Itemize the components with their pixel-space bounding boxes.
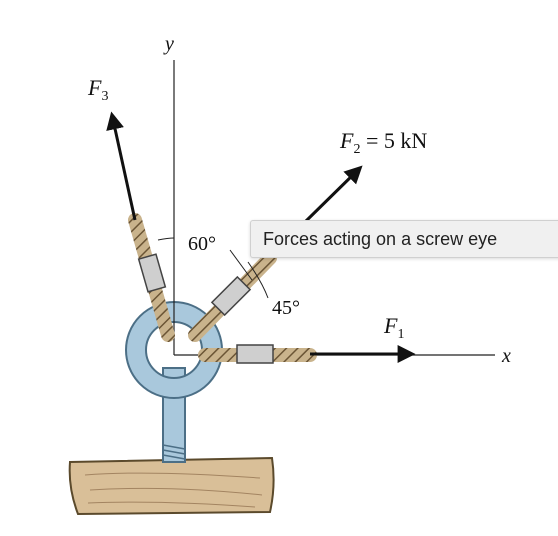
angle-arc-60 xyxy=(157,237,175,241)
angle-arc-45 xyxy=(247,261,269,299)
wood-grain xyxy=(84,472,263,508)
sleeve-f1 xyxy=(236,344,274,364)
y-axis-label: y xyxy=(163,33,174,55)
screw-thread xyxy=(162,444,186,460)
tooltip: Forces acting on a screw eye xyxy=(250,220,558,258)
angle-45-label: 45° xyxy=(272,297,300,319)
sleeve-f3 xyxy=(137,253,167,293)
sleeve-f2 xyxy=(210,275,252,317)
arrow-f3 xyxy=(106,111,137,221)
f3-label: F3 xyxy=(87,75,108,104)
f1-label: F1 xyxy=(383,313,404,342)
arrow-f2 xyxy=(303,165,363,224)
wood-base xyxy=(68,456,275,516)
x-axis-label: x xyxy=(501,345,511,367)
angle-60-label: 60° xyxy=(188,233,216,255)
f2-label: F2 = 5 kN xyxy=(339,128,427,157)
